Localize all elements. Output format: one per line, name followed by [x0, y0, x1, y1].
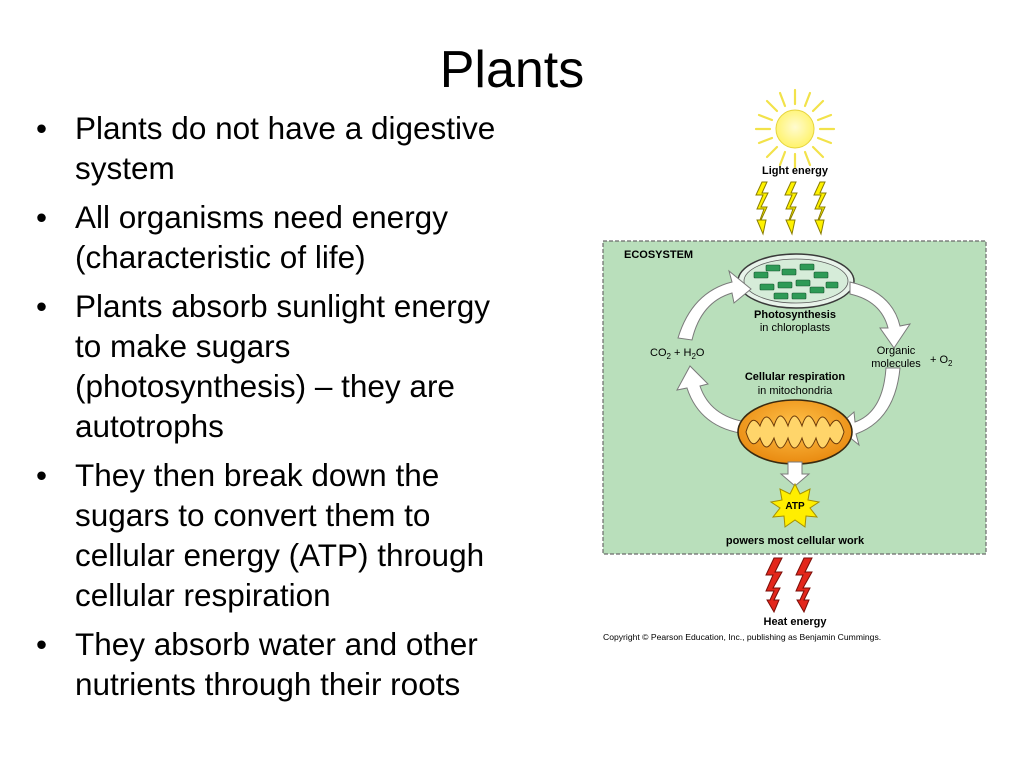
light-energy-arrows: [755, 181, 827, 236]
down-arrow-icon: [779, 461, 811, 487]
bullet-item: Plants absorb sunlight energy to make sug…: [32, 286, 592, 446]
atp-label: ATP: [785, 501, 805, 512]
bullet-line: autotrophs: [75, 408, 224, 444]
bullet-line: cellular respiration: [75, 577, 331, 613]
photosynthesis-location: in chloroplasts: [760, 322, 831, 334]
bullet-line: system: [75, 150, 175, 186]
cycle-arrows: [676, 269, 912, 447]
bullet-line: They then break down the: [75, 457, 440, 493]
mitochondria-icon: [737, 399, 853, 465]
bullet-item: All organisms need energy (characteristic…: [32, 197, 592, 277]
bullet-line: They absorb water and other: [75, 626, 478, 662]
bullet-line: nutrients through their roots: [75, 666, 461, 702]
organic-molecules-line1: Organic: [877, 345, 916, 357]
bullet-line: (photosynthesis) – they are: [75, 368, 455, 404]
copyright-notice: Copyright © Pearson Education, Inc., pub…: [603, 632, 881, 642]
bullet-item: They then break down the sugars to conver…: [32, 455, 592, 615]
o2-label: + O2: [930, 354, 953, 368]
bullet-line: (characteristic of life): [75, 239, 366, 275]
bullet-item: They absorb water and other nutrients thr…: [32, 624, 592, 704]
slide-title: Plants: [439, 41, 585, 99]
bullet-item: Plants do not have a digestive system: [32, 108, 592, 188]
powers-cellular-work-label: powers most cellular work: [726, 535, 865, 547]
cellular-respiration-label: Cellular respiration: [745, 371, 846, 383]
energy-flow-diagram: Light energy ECOSYSTEM Photosynthesis in…: [602, 88, 987, 642]
ecosystem-label: ECOSYSTEM: [624, 249, 693, 261]
atp-starburst-icon: [769, 482, 821, 528]
respiration-location: in mitochondria: [758, 385, 833, 397]
bullet-line: Plants do not have a digestive: [75, 110, 496, 146]
sun-icon: [754, 88, 836, 170]
chloroplast-icon: [737, 253, 855, 309]
light-energy-label: Light energy: [762, 165, 829, 177]
co2-h2o-label: CO2 + H2O: [650, 347, 705, 361]
photosynthesis-label: Photosynthesis: [754, 309, 836, 321]
heat-energy-arrows: [765, 557, 813, 614]
bullet-line: All organisms need energy: [75, 199, 448, 235]
bullet-list: Plants do not have a digestive system All…: [32, 108, 592, 713]
bullet-line: sugars to convert them to: [75, 497, 431, 533]
heat-energy-label: Heat energy: [764, 616, 828, 628]
bullet-line: cellular energy (ATP) through: [75, 537, 485, 573]
bullet-line: to make sugars: [75, 328, 291, 364]
organic-molecules-line2: molecules: [871, 358, 921, 370]
bullet-line: Plants absorb sunlight energy: [75, 288, 491, 324]
